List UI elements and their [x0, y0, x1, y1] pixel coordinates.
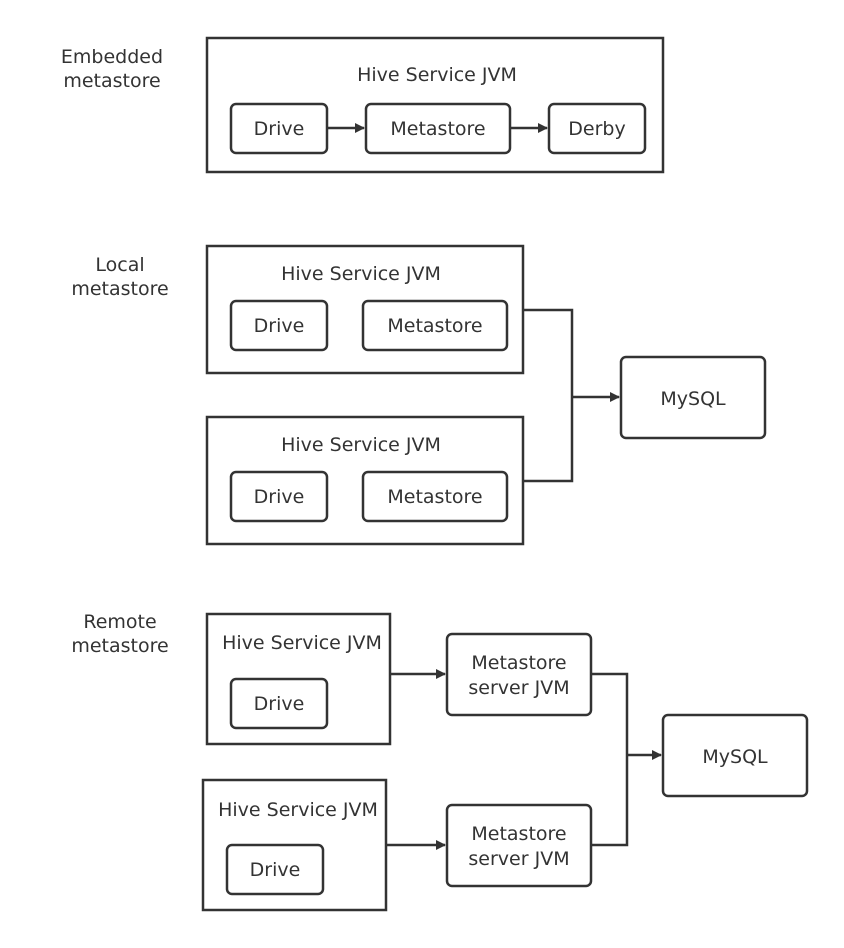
remote-server-2-line-2: server JVM: [468, 848, 569, 870]
local-label-line-1: Local: [95, 254, 144, 276]
remote-jvm-2-drive-label: Drive: [250, 859, 301, 881]
remote-connector-server-2: [591, 755, 629, 847]
local-connector-jvm-2: [523, 397, 574, 483]
remote-connector-server-1: [591, 672, 629, 755]
embedded-derby-label: Derby: [568, 118, 625, 140]
remote-jvm-1-drive-box: [229, 677, 329, 730]
local-jvm-1-drive-label: Drive: [254, 315, 305, 337]
local-jvm-2-title: Hive Service JVM: [281, 434, 441, 456]
remote-server-2-line-1: Metastore: [471, 823, 566, 845]
embedded-jvm-title: Hive Service JVM: [357, 64, 517, 86]
remote-jvm-2-drive-box: [225, 843, 325, 896]
local-jvm-1-metastore-label: Metastore: [387, 315, 482, 337]
local-label-line-2: metastore: [71, 278, 168, 300]
embedded-drive-label: Drive: [254, 118, 305, 140]
local-section: Local metastore Hive Service JVM Drive M…: [71, 244, 767, 546]
remote-server-1-box: [445, 632, 593, 717]
local-jvm-2-metastore-label: Metastore: [387, 486, 482, 508]
remote-section: Remote metastore Hive Service JVM Drive …: [71, 611, 809, 912]
remote-label-line-1: Remote: [83, 611, 156, 633]
remote-jvm-1-drive-label: Drive: [254, 693, 305, 715]
local-jvm-1-title: Hive Service JVM: [281, 263, 441, 285]
remote-mysql-label: MySQL: [702, 746, 768, 768]
local-jvm-2-drive-box: [229, 470, 329, 523]
embedded-section: Embedded metastore Hive Service JVM Driv…: [61, 36, 665, 174]
remote-jvm-1-title: Hive Service JVM: [222, 632, 382, 654]
embedded-label-line-2: metastore: [63, 70, 160, 92]
local-connector-jvm-1: [523, 308, 574, 397]
local-mysql-box: [619, 355, 767, 440]
remote-server-1-line-2: server JVM: [468, 677, 569, 699]
embedded-metastore-label: Metastore: [390, 118, 485, 140]
remote-server-1-line-1: Metastore: [471, 652, 566, 674]
local-jvm-1-drive-box: [229, 299, 329, 352]
local-mysql-label: MySQL: [660, 388, 726, 410]
embedded-derby-box: [547, 102, 647, 155]
remote-jvm-2-title: Hive Service JVM: [218, 799, 378, 821]
remote-mysql-box: [661, 713, 809, 798]
local-jvm-2-metastore-box: [361, 470, 509, 523]
remote-server-2-box: [445, 803, 593, 888]
local-jvm-1-metastore-box: [361, 299, 509, 352]
embedded-label-line-1: Embedded: [61, 46, 163, 68]
local-jvm-2-drive-label: Drive: [254, 486, 305, 508]
remote-label-line-2: metastore: [71, 635, 168, 657]
